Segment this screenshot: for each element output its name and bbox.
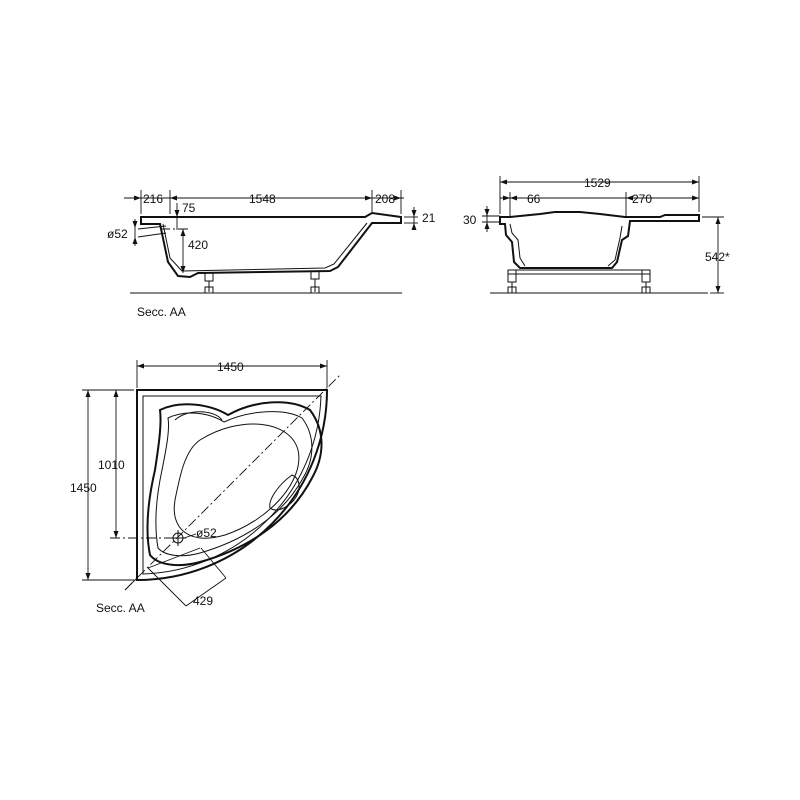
side-section-view: 216 1548 208 75 21 ø52 xyxy=(107,190,436,319)
dim-1450-left-line xyxy=(82,389,134,581)
plan-bath-floor xyxy=(173,423,300,539)
dim-line-top xyxy=(124,190,404,214)
dim-66: 66 xyxy=(527,192,541,206)
dim-21-line xyxy=(404,207,418,230)
plan-view: ø52 1450 1450 1010 xyxy=(70,360,342,615)
dim-420-line xyxy=(160,228,188,273)
dim-270: 270 xyxy=(632,192,652,206)
dim-1010-line xyxy=(113,390,119,538)
tub-legs xyxy=(204,270,320,294)
dim-75-line xyxy=(174,203,180,230)
dim-66-270-line xyxy=(500,192,699,216)
end-view-frame xyxy=(507,269,651,294)
plan-basin-inner xyxy=(155,411,313,557)
dim-1450-top-line xyxy=(136,360,328,388)
end-inner-contour-right xyxy=(607,225,623,267)
plan-headrest xyxy=(174,411,223,421)
dim-429-line xyxy=(147,547,227,607)
dim-diam-52: ø52 xyxy=(107,227,128,241)
dim-21: 21 xyxy=(422,211,436,225)
end-inner-contour-left xyxy=(509,223,526,267)
dim-75: 75 xyxy=(182,201,196,215)
section-label-plan: Secc. AA xyxy=(96,601,145,615)
dim-1529-line xyxy=(499,176,700,214)
dim-1450-top: 1450 xyxy=(217,360,244,374)
dim-216: 216 xyxy=(143,192,163,206)
section-label-side: Secc. AA xyxy=(137,305,186,319)
dim-30-line xyxy=(482,206,500,232)
tub-section-outline xyxy=(140,211,402,279)
drain-leader xyxy=(183,533,197,539)
dim-1548: 1548 xyxy=(249,192,276,206)
end-view-outline xyxy=(499,211,700,269)
plan-basin-outline xyxy=(146,401,323,567)
plan-rim-line xyxy=(142,395,322,575)
dim-1529: 1529 xyxy=(584,176,611,190)
drain-pipe xyxy=(137,225,167,238)
dim-429: 429 xyxy=(193,594,213,608)
dim-420: 420 xyxy=(188,238,208,252)
tub-inner-contour xyxy=(162,222,368,272)
dim-1450-left: 1450 xyxy=(70,481,97,495)
section-arrow-tail xyxy=(124,577,138,591)
plan-armrest xyxy=(269,474,300,511)
dim-542: 542* xyxy=(705,250,730,264)
dim-30: 30 xyxy=(463,213,477,227)
dim-208: 208 xyxy=(375,192,395,206)
end-view: 1529 66 270 30 542* xyxy=(463,176,730,294)
plan-outer-outline xyxy=(136,389,329,582)
plan-dim-diam-52: ø52 xyxy=(196,526,217,540)
dim-542-line xyxy=(702,216,724,294)
dim-1010: 1010 xyxy=(98,458,125,472)
section-line-aa xyxy=(124,373,342,591)
dim-52-line xyxy=(132,219,138,246)
